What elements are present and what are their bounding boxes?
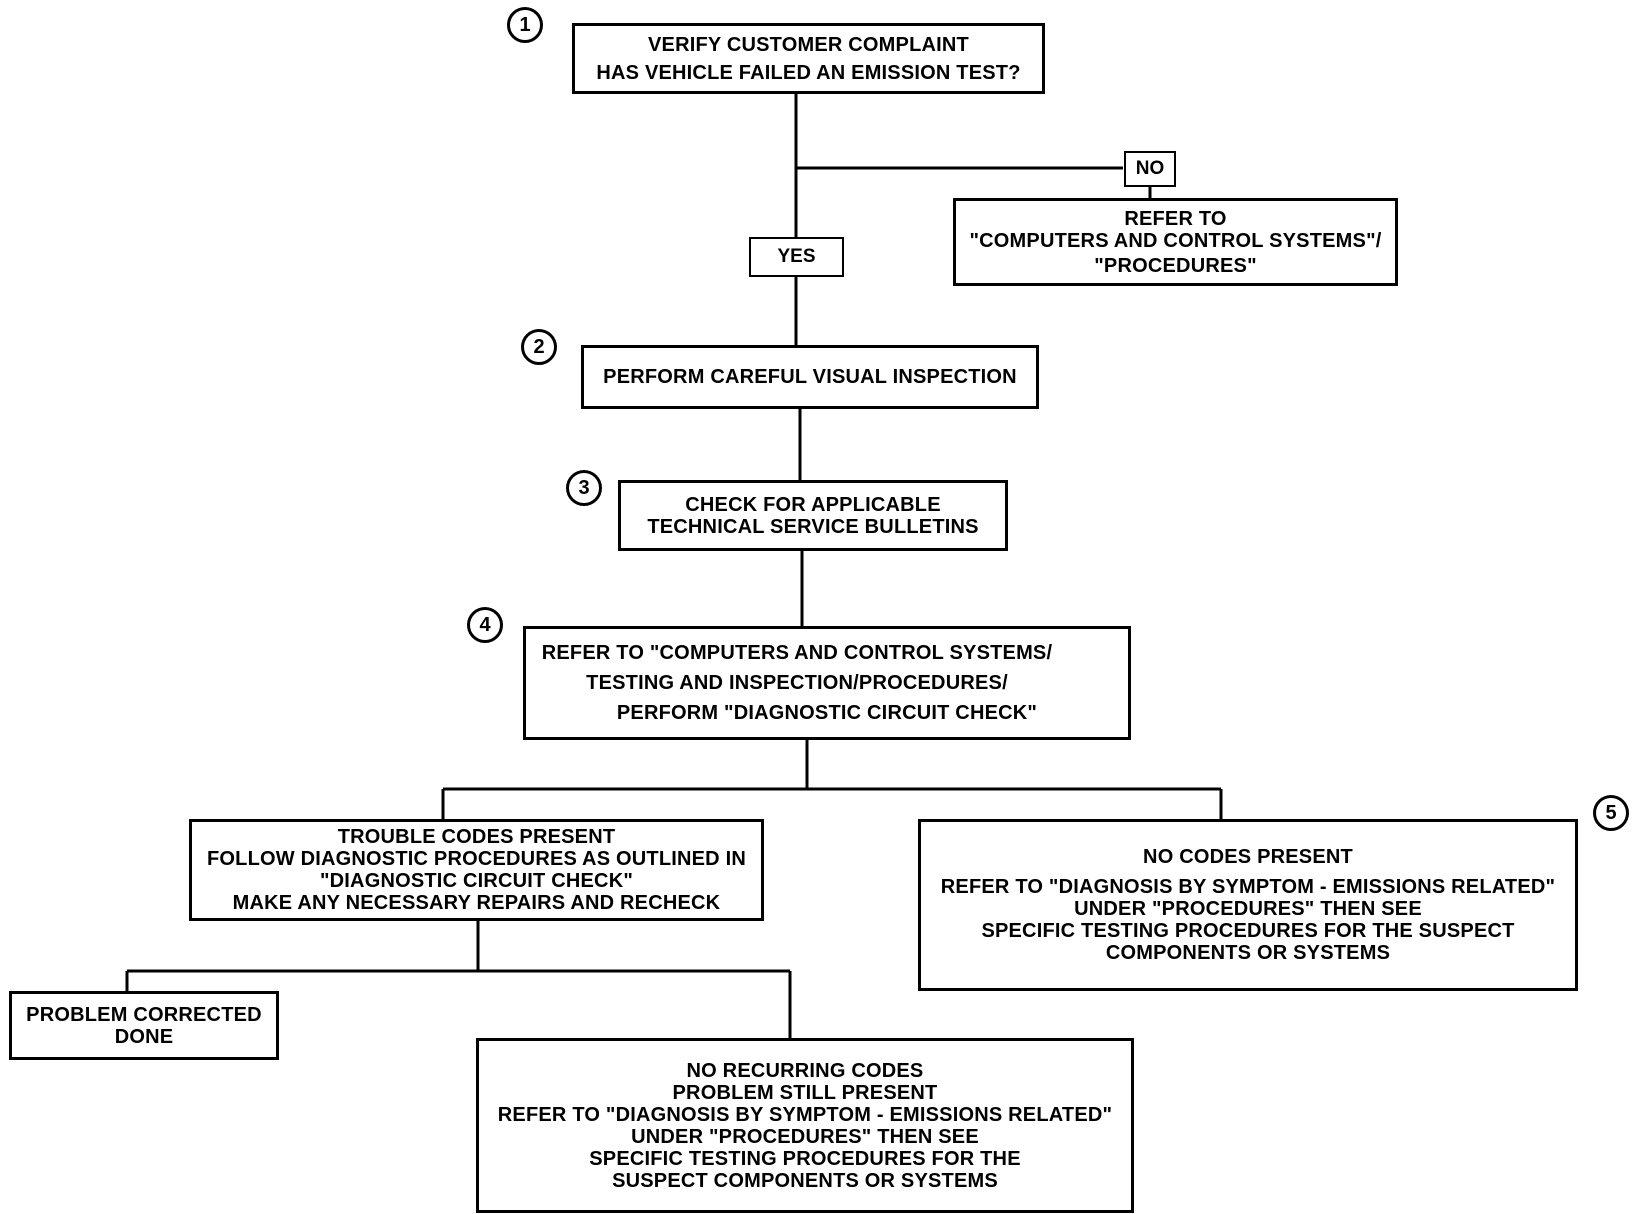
step-marker-1: 1 [507, 7, 543, 43]
recurring-line-2: PROBLEM STILL PRESENT [672, 1081, 938, 1104]
codes-line-3: "DIAGNOSTIC CIRCUIT CHECK" [319, 870, 634, 892]
inspect-line-1: PERFORM CAREFUL VISUAL INSPECTION [603, 366, 1017, 388]
no-codes-line-2: REFER TO "DIAGNOSIS BY SYMPTOM - EMISSIO… [940, 876, 1556, 898]
recurring-line-3: REFER TO "DIAGNOSIS BY SYMPTOM - EMISSIO… [497, 1103, 1113, 1126]
step-marker-2: 2 [521, 329, 557, 365]
refer-no-line-3: "PROCEDURES" [1094, 254, 1257, 277]
no-codes-line-3: UNDER "PROCEDURES" THEN SEE [1074, 898, 1422, 920]
refer-check-line-2: TESTING AND INSPECTION/PROCEDURES/ [586, 672, 1008, 694]
no-codes-line-1: NO CODES PRESENT [1143, 846, 1353, 868]
yes-label: YES [749, 237, 844, 277]
refer-no-line-1: REFER TO [1124, 207, 1227, 230]
problem-corrected-box: PROBLEM CORRECTED DONE [9, 991, 279, 1060]
refer-computers-procedures-box: REFER TO "COMPUTERS AND CONTROL SYSTEMS"… [953, 198, 1398, 286]
step-marker-5: 5 [1593, 795, 1629, 831]
no-label: NO [1124, 151, 1176, 187]
refer-no-line-2: "COMPUTERS AND CONTROL SYSTEMS"/ [969, 229, 1382, 252]
step-marker-4: 4 [467, 607, 503, 643]
no-codes-present-box: NO CODES PRESENT REFER TO "DIAGNOSIS BY … [918, 819, 1578, 991]
step-marker-3: 3 [566, 470, 602, 506]
codes-line-2: FOLLOW DIAGNOSTIC PROCEDURES AS OUTLINED… [207, 848, 746, 870]
refer-check-line-1: REFER TO "COMPUTERS AND CONTROL SYSTEMS/ [541, 642, 1053, 664]
no-codes-line-5: COMPONENTS OR SYSTEMS [1105, 942, 1391, 964]
verify-line-1: VERIFY CUSTOMER COMPLAINT [648, 33, 969, 56]
trouble-codes-present-box: TROUBLE CODES PRESENT FOLLOW DIAGNOSTIC … [189, 819, 764, 921]
recurring-line-6: SUSPECT COMPONENTS OR SYSTEMS [612, 1169, 998, 1192]
verify-line-2: HAS VEHICLE FAILED AN EMISSION TEST? [596, 61, 1021, 84]
no-codes-line-4: SPECIFIC TESTING PROCEDURES FOR THE SUSP… [981, 920, 1515, 942]
refer-check-line-3: PERFORM "DIAGNOSTIC CIRCUIT CHECK" [616, 702, 1038, 724]
verify-complaint-box: VERIFY CUSTOMER COMPLAINT HAS VEHICLE FA… [572, 23, 1045, 94]
tsb-line-1: CHECK FOR APPLICABLE [685, 493, 941, 516]
codes-line-1: TROUBLE CODES PRESENT [337, 826, 616, 848]
tsb-line-2: TECHNICAL SERVICE BULLETINS [647, 515, 979, 538]
recurring-line-5: SPECIFIC TESTING PROCEDURES FOR THE [589, 1147, 1021, 1170]
corrected-line-1: PROBLEM CORRECTED [26, 1003, 262, 1026]
diagnostic-circuit-check-box: REFER TO "COMPUTERS AND CONTROL SYSTEMS/… [523, 626, 1131, 740]
no-recurring-codes-box: NO RECURRING CODES PROBLEM STILL PRESENT… [476, 1038, 1134, 1213]
recurring-line-4: UNDER "PROCEDURES" THEN SEE [631, 1125, 979, 1148]
corrected-line-2: DONE [114, 1025, 174, 1048]
service-bulletins-box: CHECK FOR APPLICABLE TECHNICAL SERVICE B… [618, 480, 1008, 551]
codes-line-4: MAKE ANY NECESSARY REPAIRS AND RECHECK [232, 892, 721, 914]
recurring-line-1: NO RECURRING CODES [686, 1059, 924, 1082]
visual-inspection-box: PERFORM CAREFUL VISUAL INSPECTION [581, 345, 1039, 409]
